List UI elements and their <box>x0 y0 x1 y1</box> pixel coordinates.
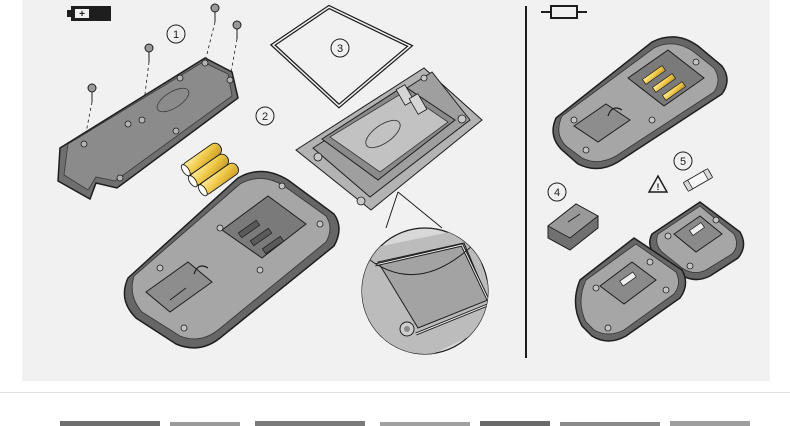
svg-text:+: + <box>79 9 85 20</box>
illustration-frame <box>0 392 790 393</box>
screw-guide-lines <box>83 21 238 144</box>
multimeter-fuse-cover-closed <box>574 237 687 342</box>
zoom-leader-lines <box>385 191 443 229</box>
battery-icon: + <box>67 6 111 21</box>
warning-icon: ! <box>647 174 669 193</box>
multimeter-back-open <box>123 170 340 349</box>
svg-text:5: 5 <box>680 156 686 168</box>
battery-compartment <box>295 67 483 211</box>
multimeter-fuse-compartment <box>649 201 745 281</box>
fuse-cover <box>547 203 599 251</box>
svg-text:4: 4 <box>554 187 560 199</box>
screws <box>87 3 242 102</box>
svg-text:1: 1 <box>173 29 179 41</box>
callout-4: 4 <box>547 182 567 202</box>
seal-detail-zoom <box>361 227 489 355</box>
fuse-part <box>682 168 714 192</box>
next-illustration-edge <box>60 421 750 426</box>
gasket-seal: 3 <box>269 4 414 109</box>
svg-text:2: 2 <box>262 111 268 123</box>
callout-2: 2 <box>255 106 275 126</box>
fuse-icon <box>541 5 587 19</box>
callout-5: 5 <box>673 151 693 171</box>
multimeter-batteries-installed <box>552 36 728 170</box>
svg-text:3: 3 <box>337 43 343 55</box>
callout-1: 1 <box>166 24 186 44</box>
battery-cover <box>57 57 239 201</box>
aa-batteries <box>180 142 239 197</box>
svg-text:!: ! <box>657 182 660 192</box>
